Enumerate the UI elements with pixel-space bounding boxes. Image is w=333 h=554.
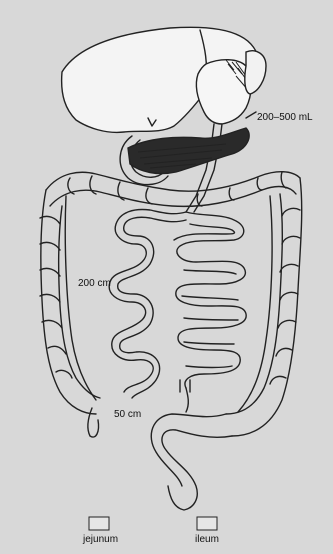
- transverse-haustra: [68, 172, 286, 206]
- sigmoid-colon-inner: [151, 414, 226, 486]
- jejunum-inner: [118, 217, 186, 398]
- ileum-length-label: 50 cm: [114, 409, 141, 420]
- descending-colon-outer: [232, 178, 302, 436]
- stomach-volume-label: 200–500 mL: [257, 112, 313, 123]
- legend-jejunum-swatch: [89, 517, 109, 530]
- ascending-line: [65, 196, 96, 400]
- jejunum: [109, 210, 186, 392]
- descending-haustra: [270, 208, 300, 384]
- transverse-colon-upper: [46, 172, 300, 192]
- legend-ileum-swatch: [197, 517, 217, 530]
- legend-ileum-label: ileum: [195, 534, 219, 545]
- stomach-leader-line: [246, 112, 256, 118]
- terminal-ileum: [186, 388, 188, 412]
- appendix: [88, 408, 99, 437]
- stomach: [196, 60, 251, 124]
- jejunum-length-label: 200 cm: [78, 278, 111, 289]
- legend-jejunum-label: jejunum: [82, 534, 118, 545]
- descending-colon-inner: [226, 194, 282, 414]
- sigmoid-colon: [162, 430, 232, 510]
- spleen: [245, 51, 266, 94]
